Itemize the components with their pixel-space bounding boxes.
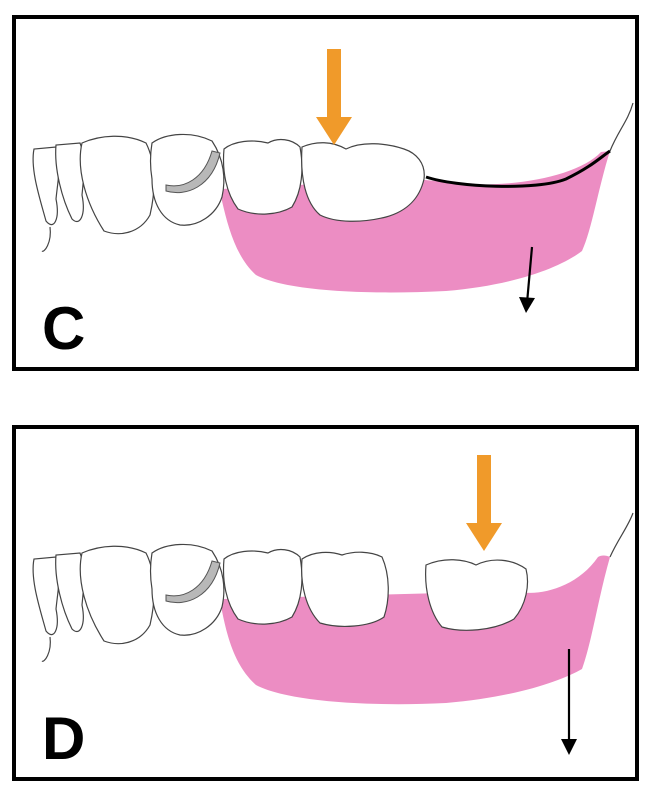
clasp xyxy=(165,150,221,194)
abutment-tooth xyxy=(149,133,225,226)
denture-tooth xyxy=(425,559,529,631)
displacement-arrow-icon xyxy=(561,649,577,755)
clasp xyxy=(165,560,221,604)
root-outline xyxy=(41,636,51,662)
soft-tissue-line xyxy=(609,512,634,558)
denture-tooth xyxy=(222,548,303,625)
denture-tooth xyxy=(301,142,425,222)
soft-tissue-line xyxy=(609,102,634,152)
abutment-tooth xyxy=(149,543,225,636)
panel-letter: C xyxy=(42,295,86,362)
load-arrow-icon xyxy=(466,455,502,551)
panel-c: C xyxy=(12,15,639,371)
denture-illustration-d xyxy=(32,455,634,755)
displacement-arrow-icon xyxy=(519,246,535,313)
load-arrow-icon xyxy=(316,49,352,145)
panel-letter: D xyxy=(42,705,86,772)
ridge-outline xyxy=(425,149,611,188)
denture-tooth xyxy=(222,138,303,215)
denture-tooth xyxy=(301,551,389,627)
panel-d: D xyxy=(12,425,639,781)
canine xyxy=(79,135,155,235)
canine xyxy=(79,545,155,645)
root-outline xyxy=(41,226,51,252)
denture-illustration-c xyxy=(32,49,634,313)
